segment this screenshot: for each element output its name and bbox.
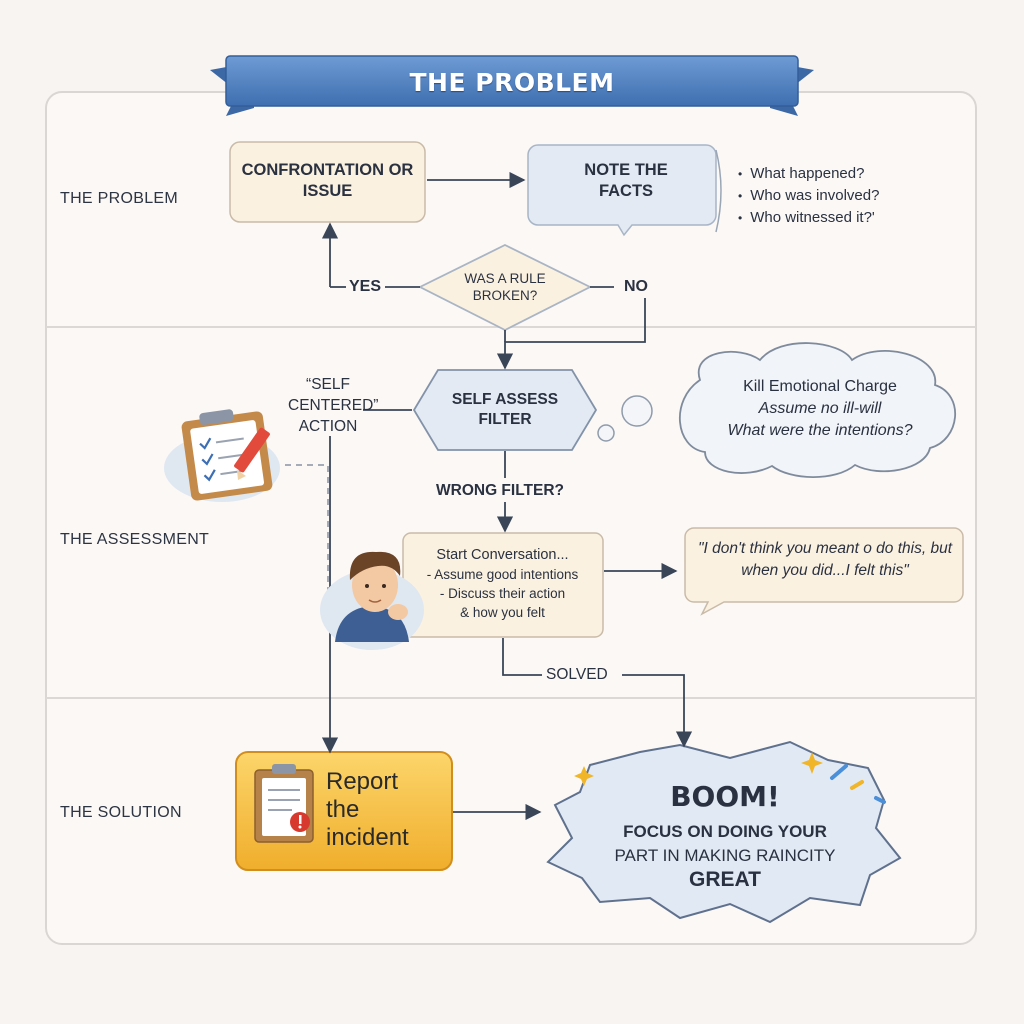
cloud-line: What were the intentions? xyxy=(727,422,913,439)
lane-label-solution: THE SOLUTION xyxy=(60,804,182,821)
confrontation-label: CONFRONTATION OR ISSUE xyxy=(241,160,414,200)
cloud-line: Kill Emotional Charge xyxy=(743,378,897,395)
report-label: Report the incident xyxy=(326,768,409,851)
conversation-title: Start Conversation... xyxy=(436,547,569,563)
boom-title: BOOM! xyxy=(670,780,780,813)
lane-label-problem: THE PROBLEM xyxy=(60,190,178,207)
report-clipboard-icon xyxy=(254,764,314,843)
edge-label-self-centered: “SELF CENTERED” ACTION xyxy=(288,376,379,435)
note-facts-label: NOTE THE FACTS xyxy=(584,160,668,200)
quote-bubble xyxy=(684,527,964,616)
edge-label-solved: SOLVED xyxy=(546,666,608,683)
quote-text: "I don't think you meant o do this, but … xyxy=(697,540,953,579)
note-facts-box xyxy=(527,144,717,237)
conversation-line: & how you felt xyxy=(460,605,545,620)
facts-question: Who was involved? xyxy=(738,185,879,207)
edge-label-wrong-filter: WRONG FILTER? xyxy=(436,482,564,499)
emotional-cloud xyxy=(678,342,957,479)
banner-title: THE PROBLEM xyxy=(409,67,615,97)
title-banner xyxy=(210,55,814,116)
lane-label-assessment: THE ASSESSMENT xyxy=(60,531,210,548)
facts-question-list: What happened? Who was involved? Who wit… xyxy=(738,163,879,229)
self-assess-hexagon xyxy=(412,369,598,451)
facts-question: What happened? xyxy=(738,163,879,185)
emotional-cloud-text: Kill Emotional Charge Assume no ill-will… xyxy=(690,376,950,442)
cloud-line: Assume no ill-will xyxy=(758,400,882,417)
boom-starburst xyxy=(546,740,902,924)
thinking-person-icon xyxy=(320,551,424,650)
boom-line: FOCUS ON DOING YOUR xyxy=(623,822,827,841)
boom-line: PART IN MAKING RAINCITY xyxy=(614,846,836,865)
clipboard-checklist-icon xyxy=(164,409,280,502)
self-assess-label: SELF ASSESS FILTER xyxy=(451,390,559,428)
conversation-text: Start Conversation... - Assume good inte… xyxy=(410,546,595,622)
conversation-line: - Assume good intentions xyxy=(426,567,579,582)
decision-label: WAS A RULE BROKEN? xyxy=(464,271,546,303)
conversation-line: - Discuss their action xyxy=(439,586,566,601)
sparkle-icon xyxy=(574,752,886,804)
edge-label-yes: YES xyxy=(349,278,382,295)
edge-label-no: NO xyxy=(624,278,648,295)
boom-line: GREAT xyxy=(689,868,761,891)
boom-message: FOCUS ON DOING YOUR PART IN MAKING RAINC… xyxy=(580,820,870,892)
confrontation-box xyxy=(229,141,426,223)
facts-question: Who witnessed it?' xyxy=(738,207,879,229)
